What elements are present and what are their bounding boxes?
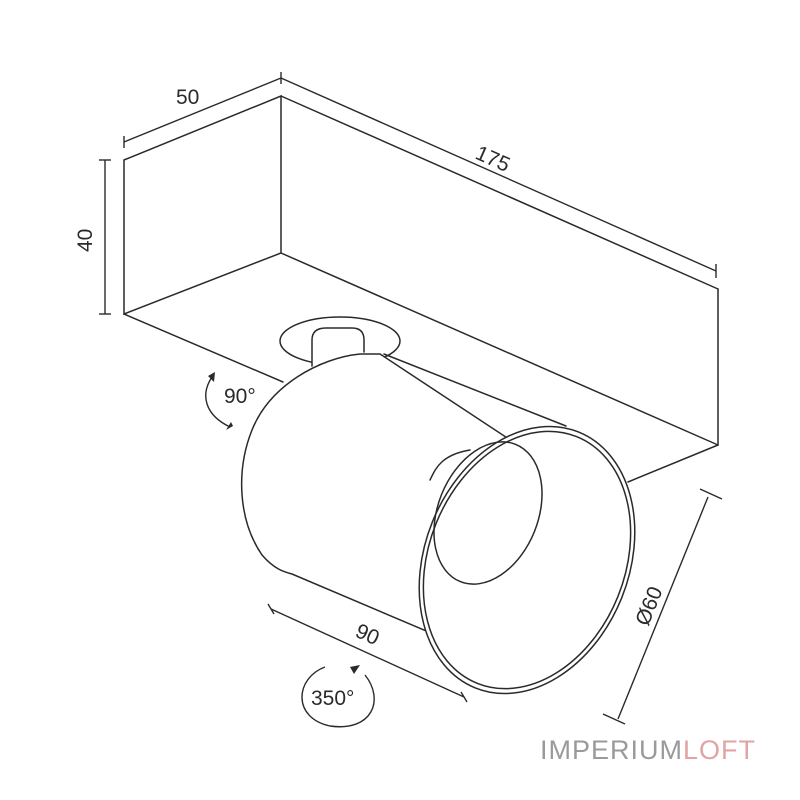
dimension-length: 175 <box>280 77 717 278</box>
tilt-label: 90° <box>224 385 256 408</box>
base-front-face <box>123 94 282 316</box>
dimension-width-label: 50 <box>176 86 199 109</box>
base-top-edge <box>280 95 719 290</box>
cylinder-rim-outer <box>418 425 636 695</box>
collar-stem <box>311 327 365 367</box>
dimension-cylinder-length-label: 90 <box>352 620 383 651</box>
cylinder-rim-inner <box>422 430 632 690</box>
base-inner-bottom-edge <box>280 252 719 446</box>
cylinder <box>240 353 636 695</box>
mount-collar <box>279 316 401 367</box>
swivel-arrow-icon <box>350 665 360 674</box>
swivel-indicator: 350° <box>301 665 375 728</box>
dimension-width: 50 <box>123 72 282 148</box>
base-right-bottom-edge <box>627 444 719 483</box>
brand-logo-part1: IMPERIUM <box>540 735 683 765</box>
tilt-indicator: 90° <box>205 372 256 430</box>
reflector-edge-top <box>429 449 471 481</box>
dimension-height: 40 <box>74 159 111 315</box>
tilt-arc <box>205 376 231 428</box>
base-bottom-edge <box>123 313 284 383</box>
dimension-length-label: 175 <box>472 142 513 177</box>
cylinder-top-line <box>383 353 567 427</box>
base-box <box>123 94 719 483</box>
swivel-label: 350° <box>311 687 354 710</box>
tilt-arrow-top-icon <box>208 372 215 382</box>
brand-logo: IMPERIUMLOFT <box>540 735 756 766</box>
reflector-opening <box>433 441 543 585</box>
brand-logo-part2: LOFT <box>683 735 757 765</box>
dimension-diameter-label: Ø60 <box>631 583 667 628</box>
tilt-arrow-bottom-icon <box>226 422 233 430</box>
dimension-height-label: 40 <box>74 229 97 252</box>
swivel-arc <box>301 666 375 728</box>
